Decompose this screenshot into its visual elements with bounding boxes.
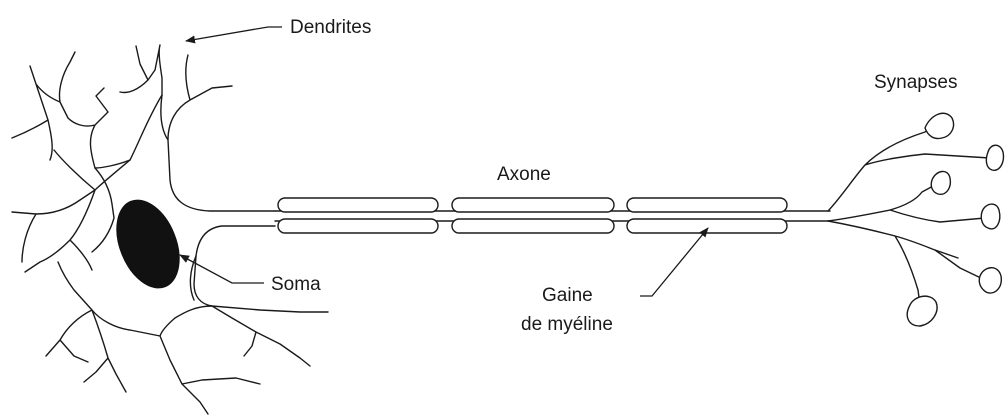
soma-leader xyxy=(180,255,264,283)
synapse-bouton-6 xyxy=(907,296,937,326)
synapse-bouton-3 xyxy=(931,171,950,194)
myelin-sheath xyxy=(278,198,787,233)
synapse-bouton-4 xyxy=(981,204,1000,229)
label-axone: Axone xyxy=(497,164,551,185)
nucleus xyxy=(105,191,191,297)
gaine-leader xyxy=(640,228,708,296)
label-synapses: Synapses xyxy=(874,72,957,93)
label-dendrites: Dendrites xyxy=(290,17,371,38)
synapse-bouton-1 xyxy=(925,113,954,138)
label-soma: Soma xyxy=(271,274,321,295)
label-gaine-line2: de myéline xyxy=(521,314,613,335)
synapse-bouton-5 xyxy=(979,268,1001,293)
label-gaine-line1: Gaine xyxy=(542,285,593,306)
dendrites-leader xyxy=(186,27,282,41)
leader-lines xyxy=(180,27,708,296)
axon-terminals xyxy=(828,113,1003,326)
synapse-bouton-2 xyxy=(986,145,1003,170)
